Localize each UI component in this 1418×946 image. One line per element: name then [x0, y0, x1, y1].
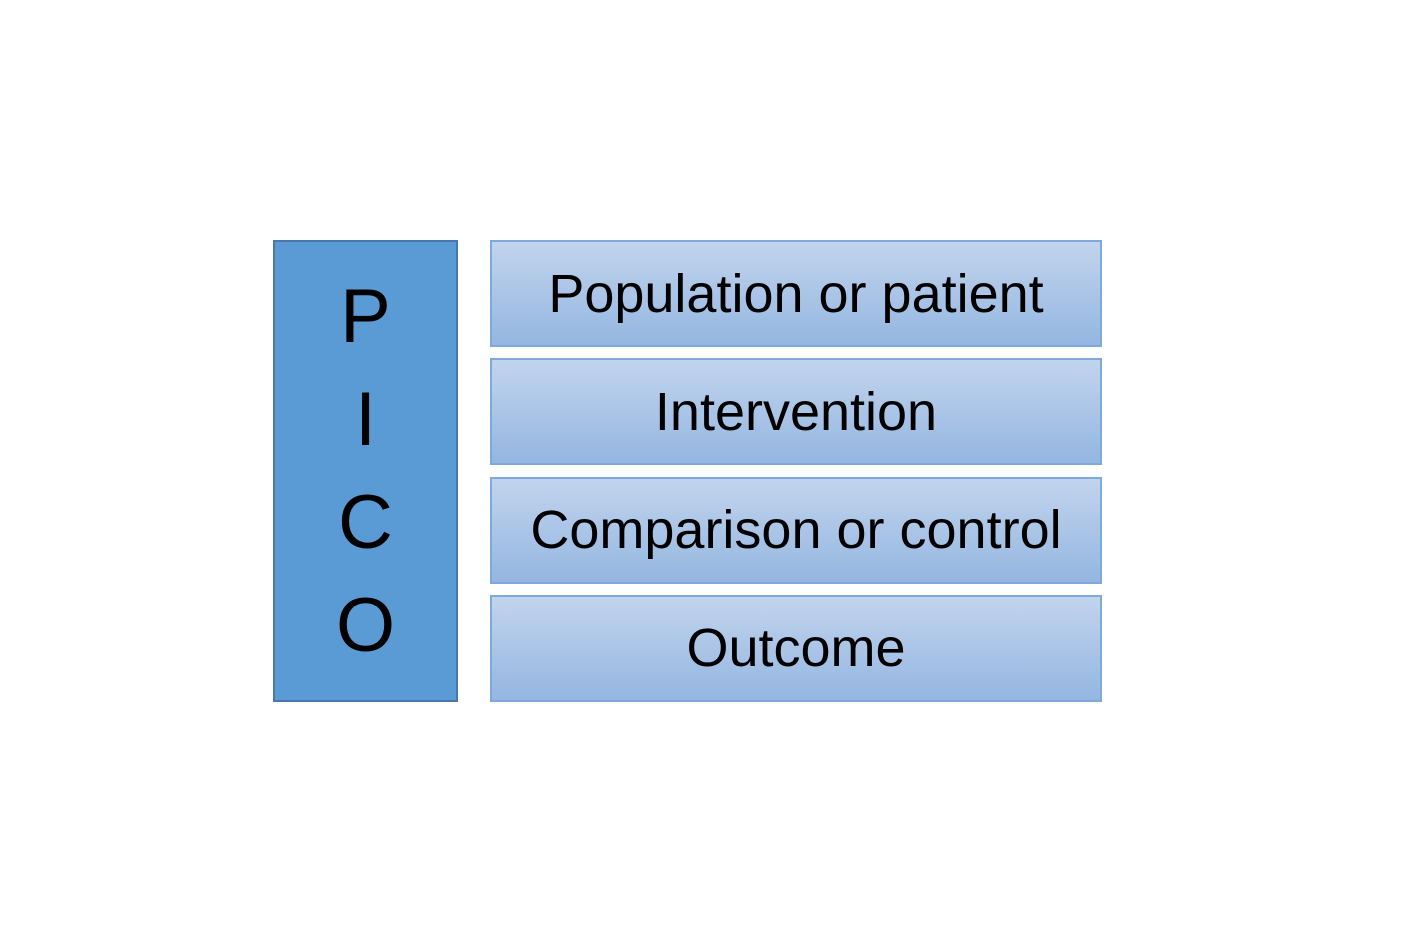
- pico-definition-rows: Population or patient Intervention Compa…: [490, 240, 1102, 702]
- acronym-letter-o: O: [335, 583, 396, 668]
- acronym-letter-c: C: [338, 480, 393, 565]
- row-population: Population or patient: [490, 240, 1102, 347]
- acronym-letter-i: I: [354, 377, 377, 462]
- pico-acronym-box: P I C O: [273, 240, 458, 702]
- row-intervention: Intervention: [490, 358, 1102, 466]
- row-label-population: Population or patient: [548, 263, 1044, 324]
- row-label-comparison: Comparison or control: [530, 500, 1062, 561]
- row-label-outcome: Outcome: [686, 618, 906, 679]
- row-comparison: Comparison or control: [490, 476, 1102, 584]
- row-outcome: Outcome: [490, 594, 1102, 702]
- acronym-letter-p: P: [340, 274, 391, 359]
- row-label-intervention: Intervention: [654, 381, 938, 442]
